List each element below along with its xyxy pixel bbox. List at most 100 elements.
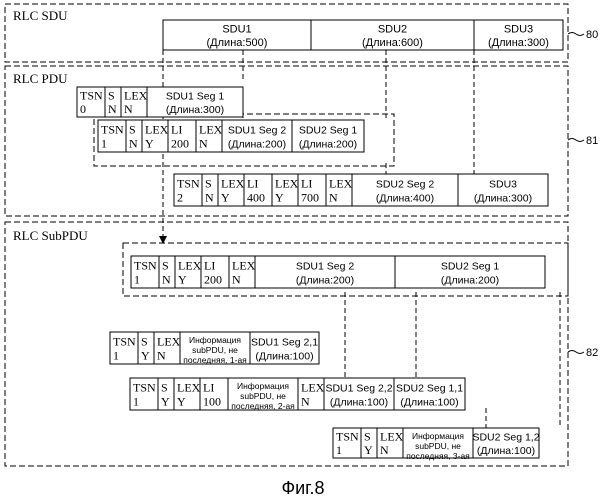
field-value: Y <box>177 395 186 409</box>
section-title-sdu: RLC SDU <box>13 8 68 23</box>
field-value: 1 <box>336 443 342 457</box>
field-name: S <box>364 430 371 444</box>
field-value: N <box>129 137 138 151</box>
ref-81-leader <box>568 139 584 142</box>
field-value: Y <box>161 395 170 409</box>
payload-length: (Длина:300) <box>474 193 532 205</box>
payload-label: SDU3 <box>489 178 517 190</box>
info-line: Информация <box>189 335 241 345</box>
field-name: LI <box>301 176 312 190</box>
field-value: 400 <box>247 191 265 205</box>
field-name: TSN <box>134 258 157 272</box>
field-name: LEX <box>329 176 353 190</box>
figure-caption: Фиг.8 <box>281 478 324 498</box>
field-name: TSN <box>101 122 124 136</box>
field-value: N <box>124 102 133 116</box>
field-value: N <box>380 443 389 457</box>
payload-label: SDU1 <box>222 24 251 36</box>
info-line: subPDU, не <box>415 441 461 451</box>
field-name: LEX <box>301 380 325 394</box>
field-value: 2 <box>177 191 183 205</box>
field-name: LEX <box>232 258 256 272</box>
payload-label: SDU1 Seg 2,2 <box>325 382 392 394</box>
payload-label: SDU1 Seg 2 <box>296 260 355 272</box>
field-value: 700 <box>301 191 319 205</box>
payload-label: SDU3 <box>504 24 533 36</box>
payload-length: (Длина:100) <box>400 397 458 409</box>
field-value: N <box>108 102 117 116</box>
payload-label: SDU2 Seg 1 <box>299 124 358 136</box>
payload-label: SDU2 Seg 1,2 <box>472 432 539 444</box>
field-name: LI <box>204 258 215 272</box>
field-value: Y <box>275 191 284 205</box>
payload-length: (Длина:100) <box>477 445 535 457</box>
section-title-subpdu: RLC SubPDU <box>13 228 88 243</box>
field-name: LEX <box>157 334 181 348</box>
field-name: TSN <box>133 380 156 394</box>
payload-length: (Длина:200) <box>296 275 354 287</box>
info-line: subPDU, не <box>192 345 238 355</box>
field-name: TSN <box>113 334 136 348</box>
ref-number: 80 <box>586 29 598 41</box>
payload-length: (Длина:100) <box>255 351 313 363</box>
field-name: TSN <box>177 176 200 190</box>
field-name: LI <box>247 176 258 190</box>
ref-80-leader <box>568 33 584 36</box>
field-name: TSN <box>336 430 359 444</box>
info-line: последняя, 1-ая <box>183 355 247 365</box>
payload-label: SDU2 Seg 2 <box>376 178 435 190</box>
field-value: 200 <box>171 137 189 151</box>
ref-number: 82 <box>586 347 598 359</box>
field-name: TSN <box>80 89 103 103</box>
field-name: LEX <box>124 89 148 103</box>
info-line: последняя, 2-ая <box>231 401 295 411</box>
info-line: subPDU, не <box>240 391 286 401</box>
payload-label: SDU2 <box>378 24 407 36</box>
field-name: LEX <box>221 176 245 190</box>
field-name: S <box>162 258 169 272</box>
field-value: Y <box>178 273 187 287</box>
payload-label: SDU1 Seg 1 <box>166 91 225 103</box>
field-value: N <box>157 349 166 363</box>
field-value: 200 <box>204 273 222 287</box>
field-name: LEX <box>199 122 223 136</box>
section-title-pdu: RLC PDU <box>13 71 68 86</box>
payload-length: (Длина:200) <box>441 275 499 287</box>
field-value: 100 <box>203 395 221 409</box>
field-value: 0 <box>80 102 86 116</box>
payload-label: SDU2 Seg 1,1 <box>396 382 463 394</box>
payload-label: SDU2 Seg 1 <box>441 260 500 272</box>
field-value: Y <box>145 137 154 151</box>
field-value: 1 <box>133 395 139 409</box>
ref-number: 81 <box>586 135 598 147</box>
payload-label: SDU1 Seg 2 <box>228 124 287 136</box>
field-name: LI <box>171 122 182 136</box>
payload-length: (Длина:500) <box>207 37 268 49</box>
payload-length: (Длина:600) <box>362 37 423 49</box>
field-value: N <box>199 137 208 151</box>
field-value: 1 <box>113 349 119 363</box>
field-value: 1 <box>134 273 140 287</box>
field-name: LEX <box>380 430 404 444</box>
field-name: LEX <box>145 122 169 136</box>
field-value: N <box>205 191 214 205</box>
field-value: N <box>232 273 241 287</box>
field-name: LEX <box>178 258 202 272</box>
info-line: Информация <box>412 431 464 441</box>
payload-length: (Длина:200) <box>299 139 357 151</box>
field-name: S <box>161 380 168 394</box>
field-value: N <box>301 395 310 409</box>
field-name: LEX <box>177 380 201 394</box>
field-value: Y <box>221 191 230 205</box>
field-name: LEX <box>275 176 299 190</box>
payload-label: SDU1 Seg 2,1 <box>251 336 318 348</box>
payload-length: (Длина:300) <box>166 104 224 116</box>
field-value: N <box>162 273 171 287</box>
payload-length: (Длина:100) <box>330 397 388 409</box>
field-value: Y <box>141 349 150 363</box>
payload-length: (Длина:200) <box>228 139 286 151</box>
payload-length: (Длина:300) <box>488 37 549 49</box>
field-name: S <box>141 334 148 348</box>
info-line: последняя, 3-ая <box>406 451 470 461</box>
